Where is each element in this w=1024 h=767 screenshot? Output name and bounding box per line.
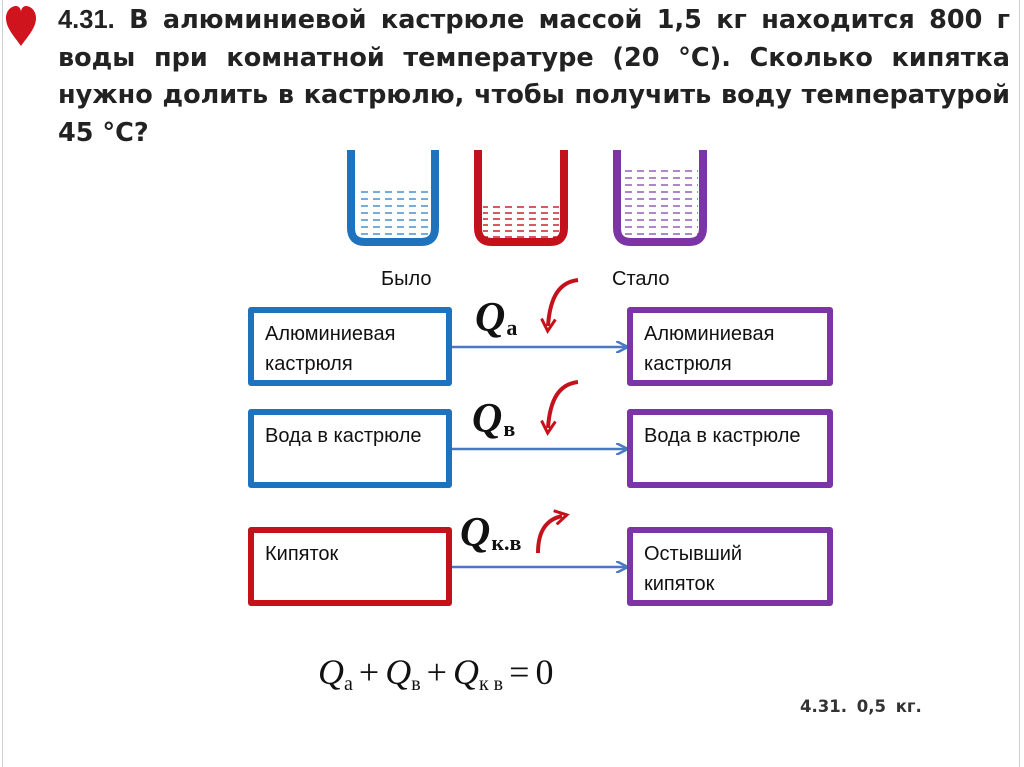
box-label: Остывший кипяток [644, 543, 743, 595]
beaker-cold-icon [347, 150, 439, 246]
box-aluminum-pan-after: Алюминиевая кастрюля [627, 307, 833, 386]
box-label: Алюминиевая кастрюля [265, 323, 396, 375]
heat-balance-equation: Qа+Qв+Qк в=0 [318, 652, 554, 695]
left-frame-line [2, 0, 3, 767]
heat-label-q-v: Qв [472, 396, 516, 442]
heat-label-q-kv: Qк.в [460, 510, 522, 556]
heart-icon [6, 6, 36, 46]
box-aluminum-pan-before: Алюминиевая кастрюля [248, 307, 452, 386]
box-label: Кипяток [265, 543, 339, 565]
heat-in-arrow-row2 [548, 380, 579, 428]
box-water-in-pan-before: Вода в кастрюле [248, 409, 452, 488]
box-boiling-water: Кипяток [248, 527, 452, 606]
problem-text: В алюминиевой кастрюле массой 1,5 кг нах… [58, 5, 1010, 148]
answer-text: 4.31. 0,5 кг. [800, 697, 922, 716]
label-before: Было [381, 268, 432, 290]
problem-number: 4.31. [58, 6, 115, 34]
box-label: Вода в кастрюле [644, 425, 801, 447]
heat-out-arrow-row3 [536, 516, 562, 554]
heat-in-arrow-row1 [548, 278, 579, 326]
box-cooled-boiling-water: Остывший кипяток [627, 527, 833, 606]
beaker-mixed-icon [613, 150, 707, 246]
box-label: Алюминиевая кастрюля [644, 323, 775, 375]
label-after: Стало [612, 268, 670, 290]
beaker-hot-icon [474, 150, 568, 246]
box-water-in-pan-after: Вода в кастрюле [627, 409, 833, 488]
problem-statement: 4.31. В алюминиевой кастрюле массой 1,5 … [58, 2, 1010, 152]
heat-label-q-a: Qа [475, 295, 518, 341]
box-label: Вода в кастрюле [265, 425, 422, 447]
right-frame-line [1019, 0, 1020, 767]
